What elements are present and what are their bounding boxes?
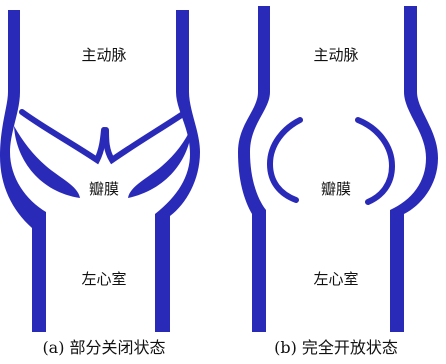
panel-a-right-leaflet xyxy=(106,112,186,160)
panel-a-valve-label: 瓣膜 xyxy=(89,180,119,198)
panel-b-left-wall xyxy=(238,6,270,332)
panel-a-left-leaflet xyxy=(22,112,104,160)
panel-b-right-wall xyxy=(390,6,438,332)
panel-a-left-sinus xyxy=(14,126,80,198)
panel-b-ventricle-label: 左心室 xyxy=(313,270,358,288)
panel-b-caption: (b) 完全开放状态 xyxy=(274,338,398,358)
panel-a-ventricle-label: 左心室 xyxy=(81,270,126,288)
panel-b-valve-label: 瓣膜 xyxy=(321,180,351,198)
panel-a-aorta-label: 主动脉 xyxy=(81,46,126,64)
panel-a-caption: (a) 部分关闭状态 xyxy=(42,338,165,358)
panel-b-aorta-label: 主动脉 xyxy=(313,46,358,64)
panel-b-right-leaflet xyxy=(358,120,392,202)
panel-b-left-leaflet xyxy=(270,120,300,200)
